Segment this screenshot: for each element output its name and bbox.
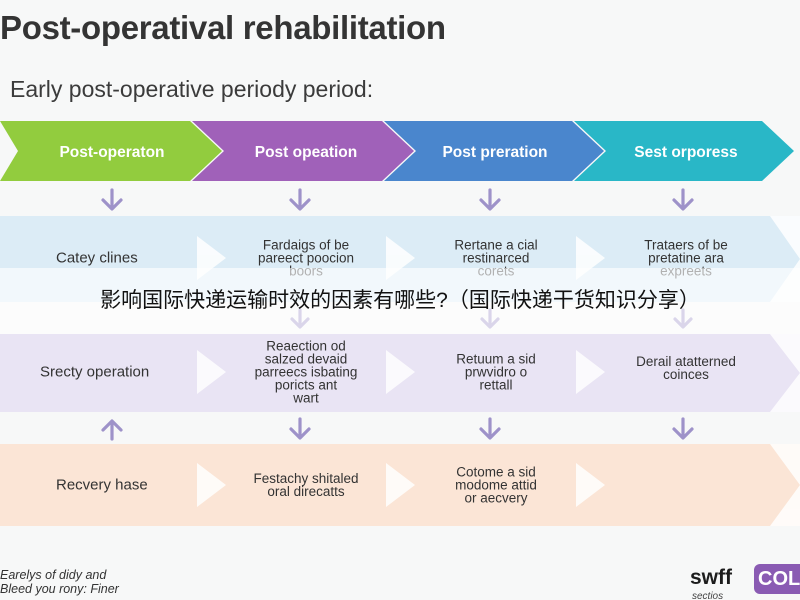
- brand-logo: swff COL sectios: [690, 564, 800, 600]
- header-chevron-1: [0, 121, 222, 181]
- header-chevron-3: [384, 121, 604, 181]
- row2-end-chevron: [770, 334, 800, 412]
- header-step-label-1: Post-operaton: [59, 144, 164, 161]
- footnote: Earelys of didy and Bleed you rony: Fine…: [0, 568, 119, 596]
- row3-end-chevron: [770, 444, 800, 526]
- row2-cell-1: Reaection od salzed devaid parreecs isba…: [254, 338, 358, 406]
- down-arrow-icon: [672, 188, 694, 211]
- header-chevron-2: [192, 121, 414, 181]
- logo-tagline: sectios: [692, 591, 724, 600]
- row3-cell-2: Cotome a sid modome attid or aecvery: [455, 464, 537, 506]
- caption-overlay: [0, 268, 800, 334]
- row3-cell-1: Festachy shitaled oral direcatts: [253, 471, 359, 499]
- down-arrow-icon: [101, 188, 123, 211]
- row2-separator-1: [197, 350, 226, 394]
- down-arrow-icon: [479, 417, 501, 440]
- header-step-label-2: Post opeation: [255, 144, 357, 161]
- down-arrow-icon: [289, 188, 311, 211]
- row2-separator-3: [576, 350, 605, 394]
- logo-wordmark: swff: [690, 566, 732, 589]
- row3-separator-1: [197, 463, 226, 507]
- header-step-label-4: Sest orporess: [634, 144, 737, 161]
- down-arrow-icon: [289, 417, 311, 440]
- header-step-label-3: Post preration: [442, 144, 547, 161]
- row3-lead-label: Recvery hase: [56, 476, 148, 494]
- overlay-caption: 影响国际快递运输时效的因素有哪些?（国际快递干货知识分享）: [100, 289, 700, 312]
- header-chevron-4: [574, 121, 794, 181]
- row3-separator-3: [576, 463, 605, 507]
- row2-separator-2: [386, 350, 415, 394]
- down-arrow-icon: [479, 188, 501, 211]
- up-arrow-icon: [101, 419, 123, 441]
- page-title: Post-operatival rehabilitation: [0, 9, 446, 46]
- row2-cell-2: Retuum a sid prwvidro o rettall: [456, 351, 536, 393]
- row2-cell-3: Derail atatterned coinces: [636, 354, 736, 382]
- section-subtitle: Early post-operative periody period:: [10, 76, 374, 102]
- logo-badge: COL: [754, 564, 800, 594]
- down-arrow-icon: [672, 417, 694, 440]
- row3-separator-2: [386, 463, 415, 507]
- row2-lead-label: Srecty operation: [40, 363, 150, 381]
- row1-cell-1: Fardaigs of be pareect poocion boors: [257, 237, 355, 278]
- row1-lead-label: Catey clines: [56, 249, 138, 267]
